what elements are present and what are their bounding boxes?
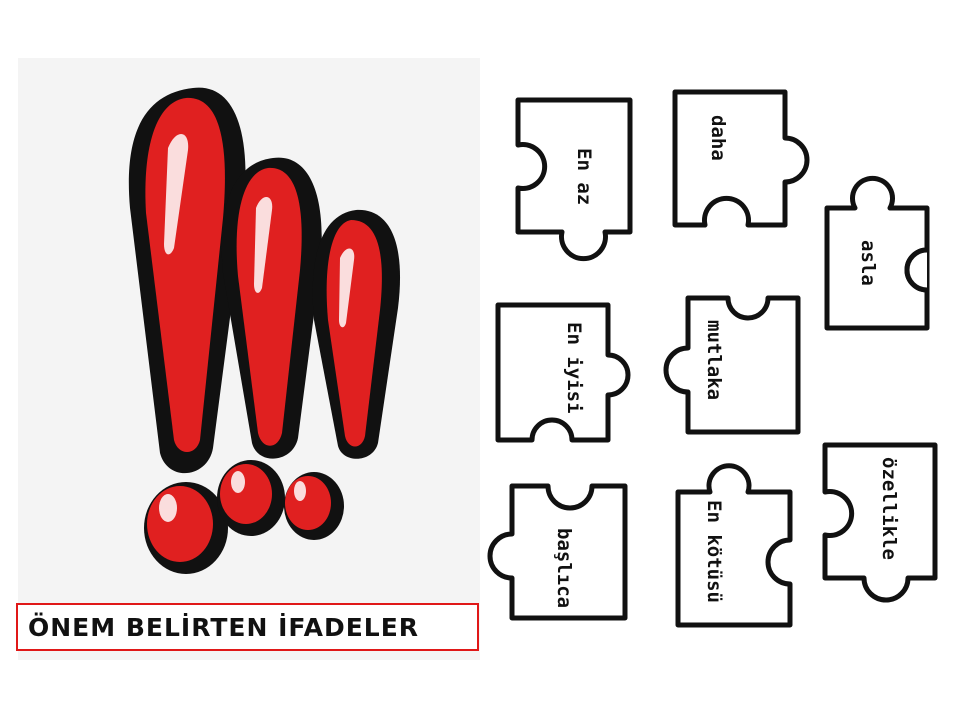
caption-title: ÖNEM BELİRTEN İFADELER: [16, 603, 479, 651]
puzzle-piece-baslica[interactable]: başlıca: [487, 483, 628, 621]
puzzle-label-en-kotusu: En kötüsü: [703, 500, 725, 603]
puzzle-piece-asla[interactable]: asla: [824, 175, 930, 331]
puzzle-piece-mutlaka[interactable]: mutlaka: [663, 295, 801, 435]
puzzle-label-baslica: başlıca: [553, 528, 575, 608]
exclamation-artwork: [18, 58, 480, 660]
puzzle-label-asla: asla: [857, 240, 879, 286]
puzzle-piece-en-kotusu[interactable]: En kötüsü: [675, 463, 793, 628]
puzzle-piece-en-az[interactable]: En az: [515, 97, 633, 262]
puzzle-piece-daha[interactable]: daha: [672, 89, 810, 228]
triple-exclamation-icon: [128, 87, 401, 574]
puzzle-label-en-az: En az: [573, 148, 595, 205]
puzzle-label-daha: daha: [707, 115, 729, 161]
puzzle-piece-ozellikle[interactable]: özellikle: [822, 442, 938, 603]
puzzle-label-mutlaka: mutlaka: [703, 320, 725, 400]
puzzle-piece-en-iyisi[interactable]: En iyisi: [495, 302, 631, 443]
puzzle-label-ozellikle: özellikle: [878, 457, 900, 560]
puzzle-label-en-iyisi: En iyisi: [563, 322, 585, 414]
